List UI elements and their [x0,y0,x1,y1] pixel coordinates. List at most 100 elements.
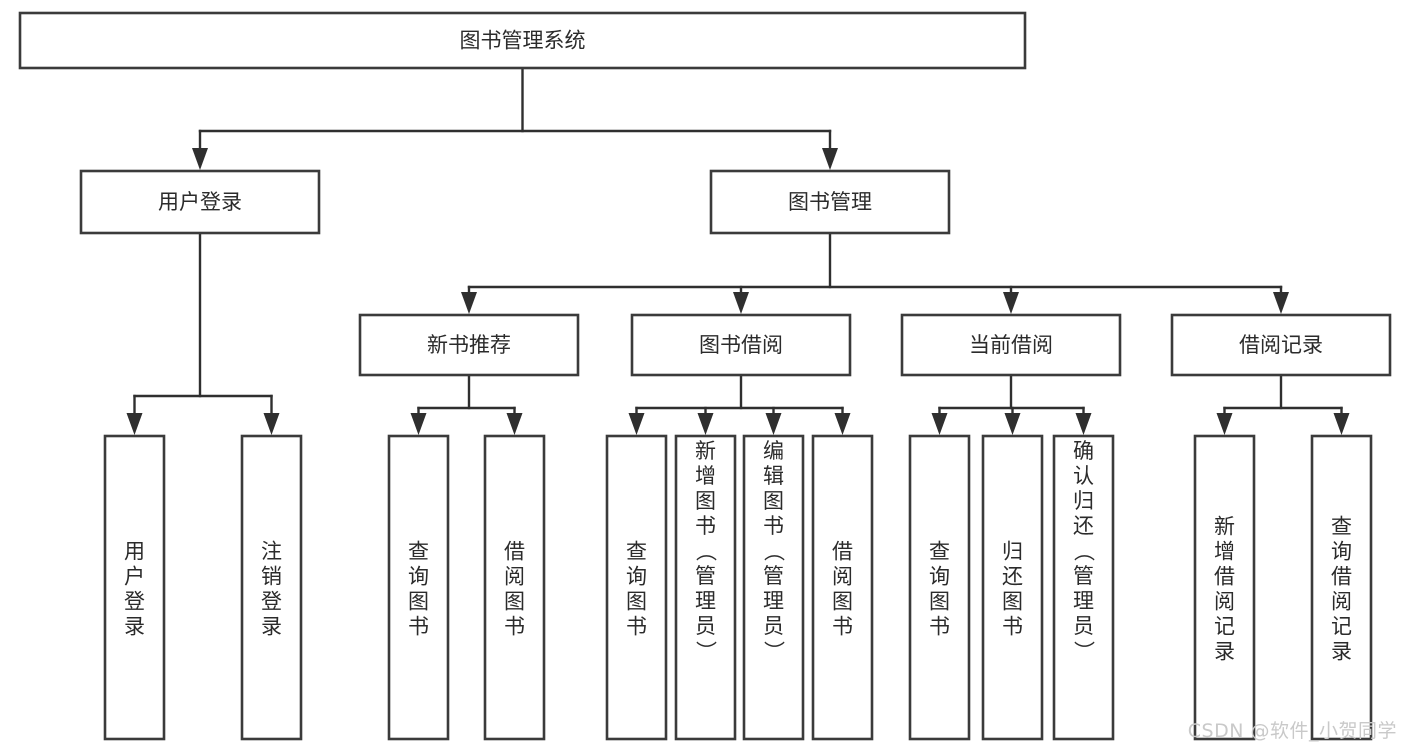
node-borrow-record[interactable]: 借阅记录 [1170,313,1392,377]
node-label-char: 增 [1214,540,1235,564]
node-label-char: 理 [1073,589,1094,613]
node-new-book-recommend[interactable]: 新书推荐 [358,313,580,377]
arrow-head-icon [263,413,280,435]
node-label-char: 阅 [832,565,853,589]
arrow-head-icon [765,413,782,435]
node-label-char: 图 [832,590,853,614]
node-label-char: 编 [763,439,784,463]
node-box [674,434,737,741]
node-label: 当前借阅 [969,333,1053,357]
node-label-char: 借 [1331,565,1352,589]
node-box [79,169,321,235]
node-label-char: 用 [124,540,145,564]
arrow-head-icon [931,413,948,435]
node-label-char: 查 [929,540,950,564]
node-label-char: 录 [124,615,145,639]
node-label-char: 员 [1073,614,1094,638]
node-box [1052,434,1115,741]
arrow-head-icon [506,413,523,435]
node-label-char: 书 [1002,615,1023,639]
node-label-char: 书 [626,615,647,639]
node-label-char: 员 [695,614,716,638]
node-box [1170,313,1392,377]
node-label-char: 图 [1002,590,1023,614]
node-label: 借阅记录 [1239,333,1323,357]
node-label-char: 增 [695,464,716,488]
node-label-char: 图 [695,489,716,513]
node-label-char: 还 [1002,565,1023,589]
node-label-char: 员 [763,614,784,638]
node-label-char: 书 [695,514,716,538]
node-current-borrow[interactable]: 当前借阅 [900,313,1122,377]
node-box [605,434,668,741]
connector-group-book-borrow [628,373,851,435]
arrow-head-icon [628,413,645,435]
node-label-char: 询 [626,565,647,589]
node-label-char: 登 [124,590,145,614]
node-layer: 图书管理系统用户登录图书管理新书推荐图书借阅当前借阅借阅记录用户登录注销登录查询… [18,11,1392,741]
arrow-head-icon [733,292,749,314]
arrow-head-icon [1273,292,1289,314]
node-box [103,434,166,741]
node-label: 用户登录 [158,190,242,214]
node-label-char: 确 [1073,439,1094,463]
node-label-char: 登 [261,590,282,614]
node-label-char: 询 [408,565,429,589]
node-root[interactable]: 图书管理系统 [18,11,1027,70]
node-book-management[interactable]: 图书管理 [709,169,951,235]
node-box [387,434,450,741]
node-label-char: 归 [1002,540,1023,564]
node-label-char: 图 [763,489,784,513]
node-label-char: 图 [504,590,525,614]
connector-layer [126,66,1350,435]
node-label-char: 理 [695,589,716,613]
node-box [709,169,951,235]
node-label: 图书管理 [788,190,872,214]
node-leaf-user-login[interactable]: 用户登录 [103,434,166,741]
node-label-char: 归 [1073,489,1094,513]
arrow-head-icon [697,413,714,435]
node-box [483,434,546,741]
node-book-borrow[interactable]: 图书借阅 [630,313,852,377]
node-label-char: 书 [763,514,784,538]
node-label-char: 录 [1214,640,1235,664]
node-label-char: 阅 [1331,590,1352,614]
node-user-login[interactable]: 用户登录 [79,169,321,235]
node-label-char: （ [762,541,786,562]
node-label-char: 新 [695,439,716,463]
node-box [981,434,1044,741]
node-label-char: 查 [626,540,647,564]
arrow-head-icon [410,413,427,435]
node-label-char: 阅 [1214,590,1235,614]
node-label-char: 询 [929,565,950,589]
node-label-char: 认 [1073,464,1094,488]
node-label-char: 查 [408,540,429,564]
connector-group-current-borrow [931,373,1092,435]
node-label-char: 阅 [504,565,525,589]
arrow-head-icon [1333,413,1350,435]
node-label: 新书推荐 [427,333,511,357]
node-box [900,313,1122,377]
arrow-head-icon [822,148,838,170]
node-label-char: 书 [408,615,429,639]
node-label-char: 记 [1331,615,1352,639]
connector-group-user-login [126,231,280,435]
node-label-char: 询 [1331,540,1352,564]
node-label-char: （ [694,541,718,562]
connector-group-new-book-recommend [410,373,523,435]
arrow-head-icon [1216,413,1233,435]
arrow-head-icon [126,413,143,435]
node-label-char: 书 [929,615,950,639]
